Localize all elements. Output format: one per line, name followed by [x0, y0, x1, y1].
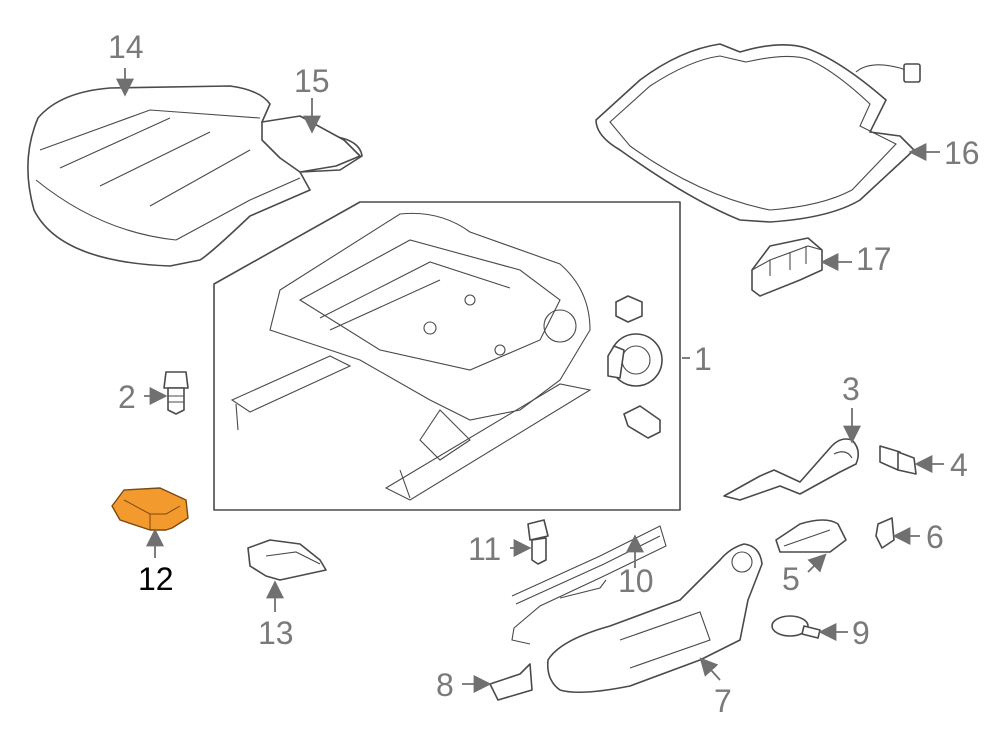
callout-17: 17 [856, 241, 892, 277]
callout-8: 8 [436, 667, 454, 703]
callout-4: 4 [950, 447, 968, 483]
lever-part[interactable] [723, 438, 860, 501]
seat-frame-part[interactable] [213, 201, 681, 511]
bolt-part-2[interactable] [163, 371, 189, 415]
side-trim-part[interactable] [546, 543, 763, 694]
screw-part-4[interactable] [879, 445, 917, 475]
callout-15: 15 [294, 63, 330, 99]
callout-7: 7 [714, 683, 732, 719]
callout-1: 1 [694, 341, 712, 377]
bolt-part-11[interactable] [527, 519, 549, 565]
handle-part[interactable] [775, 519, 847, 553]
push-clip-part-9[interactable] [771, 615, 821, 639]
callout-6: 6 [926, 519, 944, 555]
leader-lines [116, 68, 944, 693]
callout-9: 9 [852, 615, 870, 651]
callout-2: 2 [118, 379, 136, 415]
callout-11: 11 [468, 531, 501, 567]
callout-14: 14 [108, 29, 144, 65]
callout-10: 10 [618, 563, 654, 599]
callout-5: 5 [782, 561, 800, 597]
callout-3: 3 [842, 371, 860, 407]
clip-part-6[interactable] [875, 517, 895, 549]
guard-part-13[interactable] [247, 539, 327, 581]
seat-heater-mat-part[interactable] [595, 43, 921, 223]
seat-module-part[interactable] [751, 237, 823, 297]
callout-12-highlighted: 12 [138, 561, 174, 597]
callout-16: 16 [944, 135, 980, 171]
highlighted-bracket-part[interactable] [111, 487, 189, 531]
callout-13: 13 [258, 615, 294, 651]
bracket-part-8[interactable] [489, 663, 533, 701]
